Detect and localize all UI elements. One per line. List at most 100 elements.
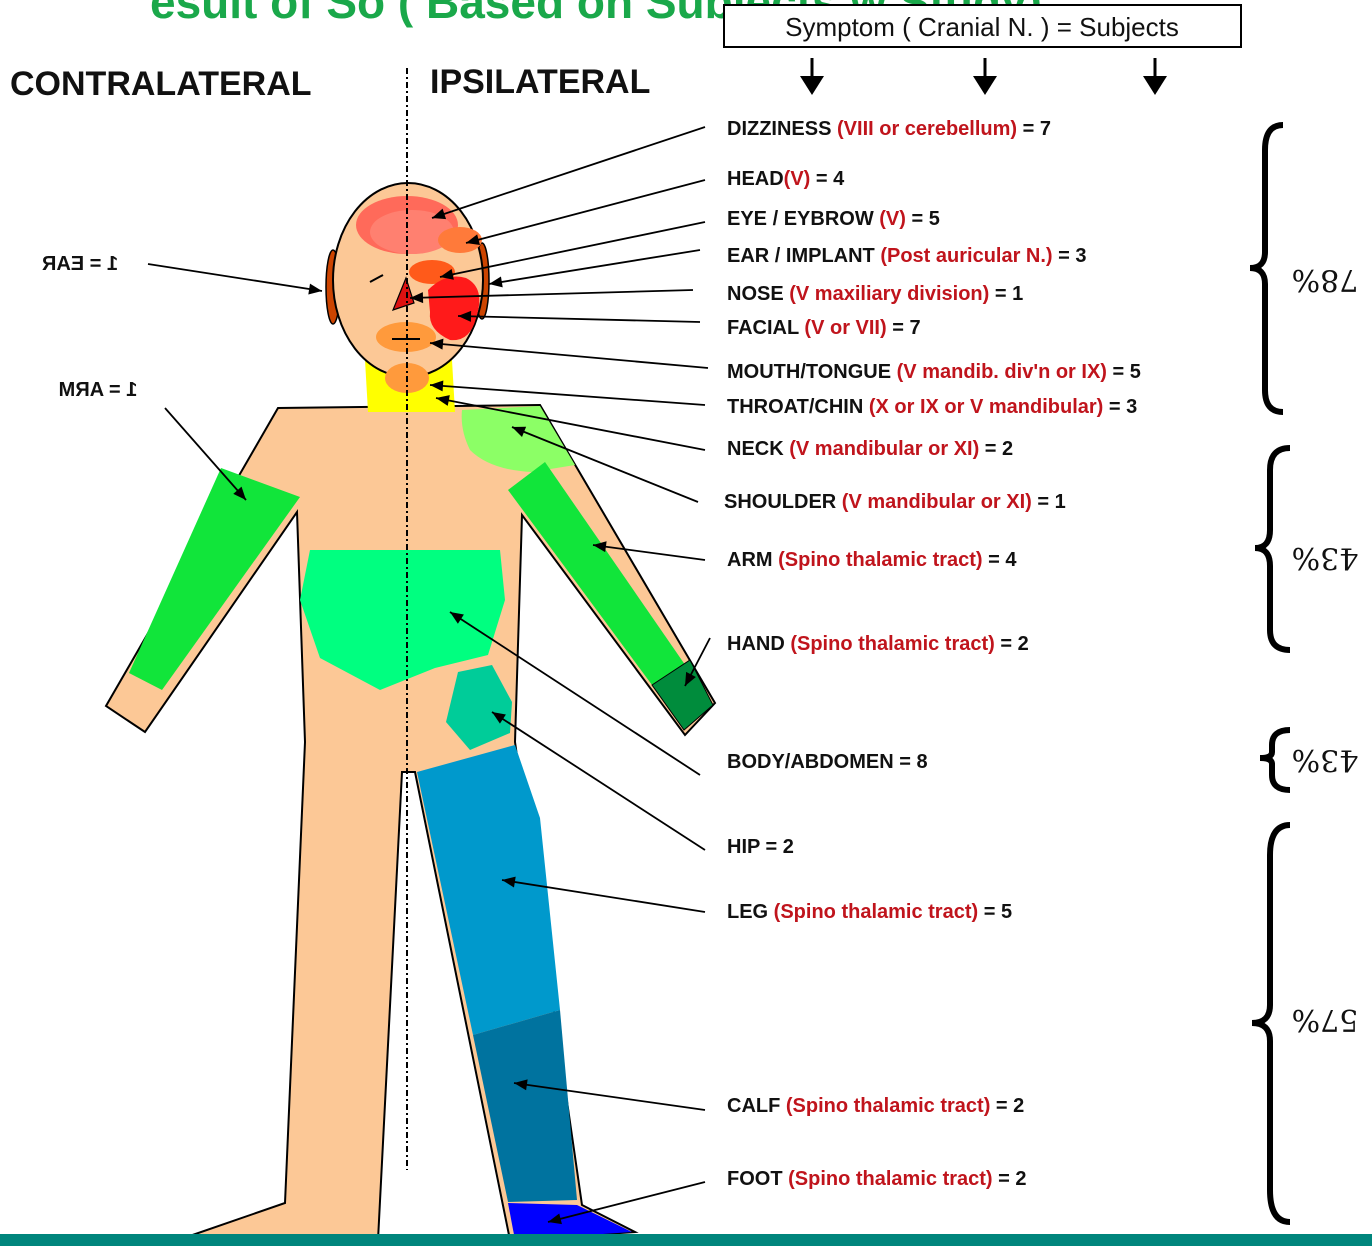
- subject-count: = 5: [1107, 361, 1141, 383]
- nerve-text: (Spino thalamic tract): [783, 1168, 993, 1190]
- symptom-name: EYE / EYBROW: [727, 208, 874, 230]
- symptom-label-throat-chin: THROAT/CHIN (X or IX or V mandibular) = …: [727, 396, 1137, 418]
- nerve-text: (Spino thalamic tract): [773, 549, 983, 571]
- symptom-name: THROAT/CHIN: [727, 396, 863, 418]
- symptom-label-dizziness: DIZZINESS (VIII or cerebellum) = 7: [727, 118, 1051, 140]
- calf-region: [473, 1010, 577, 1202]
- symptom-label-calf: CALF (Spino thalamic tract) = 2: [727, 1095, 1024, 1117]
- symptom-name: FOOT: [727, 1168, 783, 1190]
- symptom-name: EAR / IMPLANT: [727, 245, 875, 267]
- nerve-text: (V): [874, 208, 906, 230]
- nerve-text: (V mandibular or XI): [836, 491, 1032, 513]
- symptom-label-hip: HIP = 2: [727, 836, 794, 858]
- subject-count: = 5: [906, 208, 940, 230]
- symptom-name: FACIAL: [727, 317, 799, 339]
- symptom-name: DIZZINESS: [727, 118, 831, 140]
- symptom-name: SHOULDER: [724, 491, 837, 513]
- brace-lower-limb: [1252, 825, 1290, 1222]
- symptom-label-neck: NECK (V mandibular or XI) = 2: [727, 438, 1013, 460]
- down-arrow-icon: [800, 76, 824, 95]
- symptom-label-body-abdomen: BODY/ABDOMEN = 8: [727, 751, 928, 773]
- percent-head: 78%: [1292, 262, 1359, 297]
- down-arrow-icon: [1143, 76, 1167, 95]
- symptom-name: NOSE: [727, 283, 784, 305]
- contralateral-heading: CONTRALATERAL: [10, 65, 312, 103]
- ipsilateral-heading: IPSILATERAL: [430, 63, 650, 101]
- brace-upper-limb: [1255, 448, 1290, 650]
- brace-head: [1250, 125, 1283, 412]
- subject-count: = 4: [810, 168, 845, 190]
- leader-line: [148, 264, 322, 291]
- nerve-text: (V maxiliary division): [784, 283, 990, 305]
- nerve-text: (VIII or cerebellum): [831, 118, 1017, 140]
- symptom-label-arm: ARM (Spino thalamic tract) = 4: [727, 549, 1017, 571]
- down-arrows: [800, 58, 1167, 95]
- percent-abdomen: 43%: [1292, 742, 1359, 777]
- symptom-label-foot: FOOT (Spino thalamic tract) = 2: [727, 1168, 1027, 1190]
- symptom-label-mouth-tongue: MOUTH/TONGUE (V mandib. div'n or IX) = 5: [727, 361, 1141, 383]
- arrowhead-icon: [489, 277, 503, 288]
- arm-left-region: [129, 468, 300, 690]
- nerve-text: (Spino thalamic tract): [785, 633, 995, 655]
- subject-count: = 2: [990, 1095, 1024, 1117]
- nerve-text: (V or VII): [799, 317, 887, 339]
- symptom-name: HEAD: [727, 168, 784, 190]
- leader-line: [489, 250, 700, 284]
- nerve-text: (V mandib. div'n or IX): [891, 361, 1107, 383]
- legend-box-text: Symptom ( Cranial N. ) = Subjects: [785, 12, 1179, 42]
- symptom-label-leg: LEG (Spino thalamic tract) = 5: [727, 901, 1012, 923]
- leader-line: [458, 316, 700, 322]
- symptom-label-shoulder: SHOULDER (V mandibular or XI) = 1: [724, 491, 1066, 513]
- nerve-text: (Spino thalamic tract): [780, 1095, 990, 1117]
- symptom-name: ARM: [727, 549, 773, 571]
- subject-count: = 4: [983, 549, 1018, 571]
- percent-upper-limb: 43%: [1292, 540, 1359, 575]
- nerve-text: (X or IX or V mandibular): [863, 396, 1103, 418]
- symptom-name: NECK: [727, 438, 784, 460]
- subject-count: = 8: [894, 751, 928, 773]
- symptom-label-hand: HAND (Spino thalamic tract) = 2: [727, 633, 1029, 655]
- subject-count: = 5: [978, 901, 1012, 923]
- nerve-text: (Spino thalamic tract): [768, 901, 978, 923]
- body-figure: [106, 183, 715, 1240]
- group-braces: [1250, 125, 1290, 1222]
- nerve-text: (V): [784, 168, 811, 190]
- leader-line: [466, 180, 705, 243]
- symptom-label-eye-eybrow: EYE / EYBROW (V) = 5: [727, 208, 940, 230]
- symptom-label-head: HEAD(V) = 4: [727, 168, 845, 190]
- leader-line: [430, 385, 705, 405]
- down-arrow-icon: [973, 76, 997, 95]
- symptom-name: CALF: [727, 1095, 780, 1117]
- brace-abdomen: [1260, 730, 1290, 790]
- subject-count: = 7: [1017, 118, 1051, 140]
- symptom-name: HAND: [727, 633, 785, 655]
- symptom-name: HIP: [727, 836, 760, 858]
- leader-line: [165, 408, 246, 500]
- symptom-label-nose: NOSE (V maxiliary division) = 1: [727, 283, 1023, 305]
- nerve-text: (V mandibular or XI): [784, 438, 980, 460]
- percent-lower-limb: 57%: [1292, 1002, 1359, 1037]
- subject-count: = 3: [1053, 245, 1087, 267]
- leader-line: [430, 343, 708, 368]
- symptom-label-ear-implant: EAR / IMPLANT (Post auricular N.) = 3: [727, 245, 1087, 267]
- contralateral-arm-label: 1 = ARM: [59, 379, 138, 401]
- footer-bar: [0, 1234, 1372, 1246]
- subject-count: = 2: [995, 633, 1029, 655]
- arrowhead-icon: [308, 284, 322, 295]
- contralateral-ear-label: 1 = EAR: [41, 253, 118, 275]
- subject-count: = 1: [989, 283, 1023, 305]
- nerve-text: (Post auricular N.): [875, 245, 1053, 267]
- subject-count: = 3: [1103, 396, 1137, 418]
- subject-count: = 7: [887, 317, 921, 339]
- subject-count: = 2: [979, 438, 1013, 460]
- symptom-name: BODY/ABDOMEN: [727, 751, 894, 773]
- subject-count: = 1: [1032, 491, 1066, 513]
- subject-count: = 2: [760, 836, 794, 858]
- symptom-name: MOUTH/TONGUE: [727, 361, 891, 383]
- subject-count: = 2: [993, 1168, 1027, 1190]
- leader-line: [432, 127, 705, 218]
- arm-right-region: [508, 462, 690, 685]
- symptom-label-facial: FACIAL (V or VII) = 7: [727, 317, 921, 339]
- symptom-name: LEG: [727, 901, 768, 923]
